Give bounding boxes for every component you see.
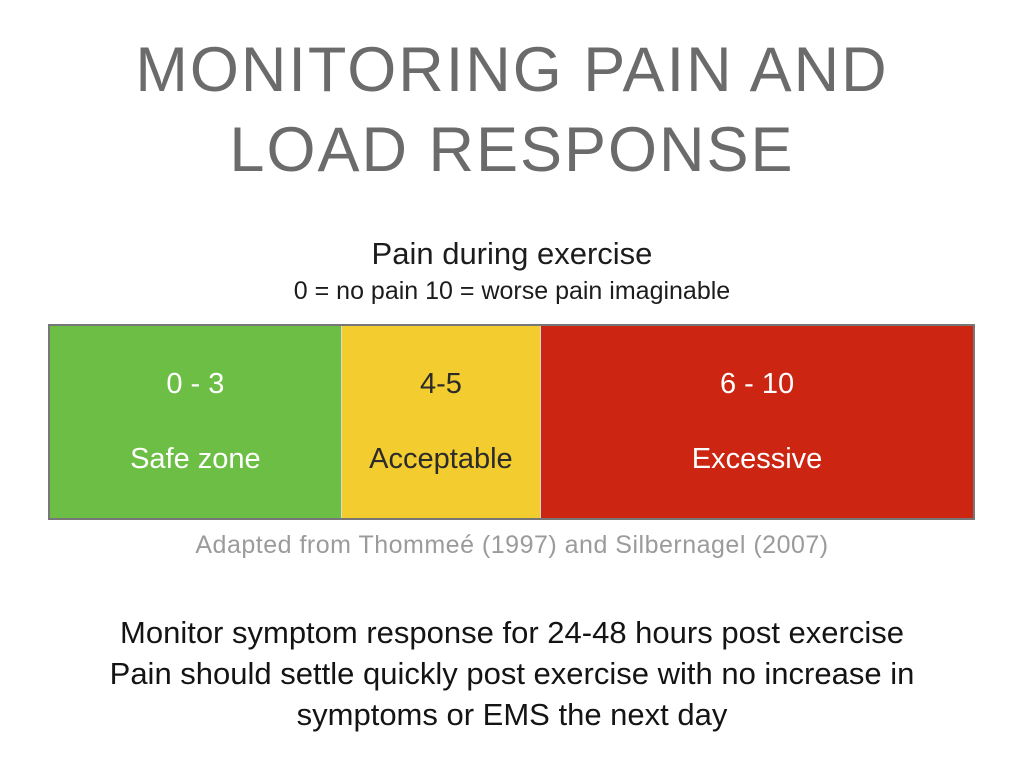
pain-scale-bar: 0 - 3 Safe zone 4-5 Acceptable 6 - 10 Ex… — [48, 324, 975, 520]
slide-title: MONITORING PAIN AND LOAD RESPONSE — [0, 30, 1024, 190]
footer-guidance-line1: Monitor symptom response for 24-48 hours… — [120, 615, 904, 650]
pain-zone-label: Safe zone — [130, 443, 261, 475]
slide-title-line2: LOAD RESPONSE — [229, 115, 795, 185]
pain-zone-range: 6 - 10 — [719, 368, 795, 400]
pain-zone-safe: 0 - 3 Safe zone — [50, 326, 341, 518]
pain-zone-label: Acceptable — [369, 443, 513, 475]
footer-guidance-line2: Pain should settle quickly post exercise… — [109, 656, 915, 691]
scale-heading: Pain during exercise — [371, 236, 653, 271]
pain-zone-label: Excessive — [691, 443, 823, 475]
attribution-text: Adapted from Thommeé (1997) and Silberna… — [195, 531, 829, 559]
pain-zone-range: 4-5 — [419, 368, 462, 400]
footer-guidance: Monitor symptom response for 24-48 hours… — [0, 612, 1024, 735]
footer-guidance-line3: symptoms or EMS the next day — [296, 697, 728, 732]
pain-zone-acceptable: 4-5 Acceptable — [340, 326, 541, 518]
pain-zone-excessive: 6 - 10 Excessive — [540, 326, 973, 518]
slide-title-line1: MONITORING PAIN AND — [135, 35, 889, 105]
pain-zone-range: 0 - 3 — [166, 368, 225, 400]
scale-legend-caption: 0 = no pain 10 = worse pain imaginable — [293, 277, 731, 305]
